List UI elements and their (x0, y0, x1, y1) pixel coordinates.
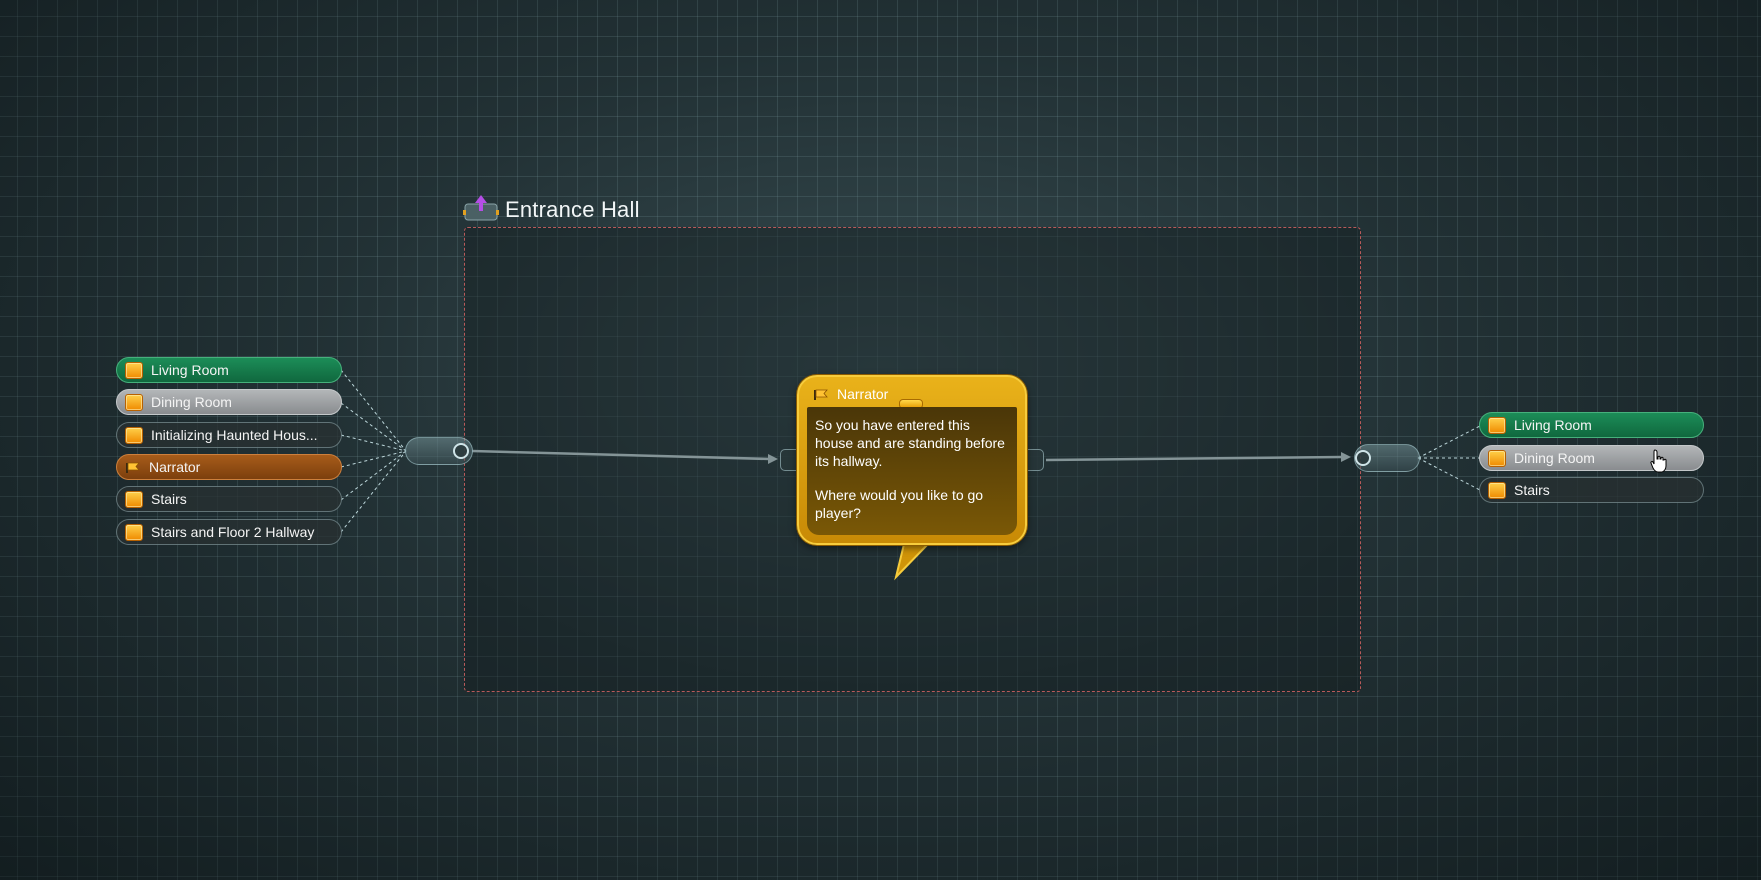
left-item-label: Narrator (149, 459, 201, 475)
fan-line-5 (340, 450, 407, 501)
orange-flag-box-icon (1488, 481, 1506, 499)
orange-flag-box-icon (125, 393, 143, 411)
orange-flag-box-icon (125, 361, 143, 379)
left-item-stairs-floor2[interactable]: Stairs and Floor 2 Hallway (116, 519, 342, 545)
hand-pointer-icon (1650, 449, 1668, 478)
right-item-stairs[interactable]: Stairs (1479, 477, 1704, 503)
right-item-label: Dining Room (1514, 450, 1595, 466)
orange-flag-box-icon (125, 490, 143, 508)
orange-flag-box-icon (1488, 416, 1506, 434)
orange-flag-box-icon (125, 523, 143, 541)
small-flag-icon (125, 460, 141, 475)
output-hub-port[interactable] (1355, 450, 1371, 466)
right-item-label: Living Room (1514, 417, 1592, 433)
container-up-arrow-icon[interactable] (463, 193, 499, 227)
container-title: Entrance Hall (505, 197, 640, 222)
fan-line-3 (340, 434, 407, 452)
dialogue-line-2: Where would you like to go player? (815, 487, 984, 521)
fan-line-r3 (1417, 457, 1481, 491)
left-item-stairs[interactable]: Stairs (116, 486, 342, 512)
left-item-label: Living Room (151, 362, 229, 378)
left-item-label: Initializing Haunted Hous... (151, 427, 318, 443)
output-hub[interactable] (1354, 444, 1420, 472)
fan-line-1 (340, 369, 407, 452)
right-item-dining-room[interactable]: Dining Room (1479, 445, 1704, 471)
orange-flag-box-icon (125, 426, 143, 444)
orange-flag-box-icon (1488, 449, 1506, 467)
dialogue-header: Narrator (813, 383, 888, 405)
dialogue-text[interactable]: So you have entered this house and are s… (807, 407, 1017, 535)
left-item-living-room[interactable]: Living Room (116, 357, 342, 383)
right-item-label: Stairs (1514, 482, 1550, 498)
container-header[interactable]: Entrance Hall (463, 190, 640, 230)
left-item-label: Stairs (151, 491, 187, 507)
left-item-label: Stairs and Floor 2 Hallway (151, 524, 315, 540)
input-hub[interactable] (405, 437, 473, 465)
dialogue-node[interactable]: Narrator So you have entered this house … (797, 375, 1027, 545)
left-item-label: Dining Room (151, 394, 232, 410)
left-item-dining-room[interactable]: Dining Room (116, 389, 342, 415)
dialogue-speaker: Narrator (837, 386, 889, 402)
fan-line-4 (340, 450, 407, 468)
small-flag-icon (813, 387, 829, 402)
input-hub-port[interactable] (453, 443, 469, 459)
right-item-living-room[interactable]: Living Room (1479, 412, 1704, 438)
left-item-narrator[interactable]: Narrator (116, 454, 342, 480)
left-item-initializing[interactable]: Initializing Haunted Hous... (116, 422, 342, 448)
fan-line-6 (340, 450, 407, 533)
dialogue-line-1: So you have entered this house and are s… (815, 417, 1005, 469)
fan-line-r1 (1417, 425, 1481, 459)
fan-line-2 (340, 402, 407, 452)
